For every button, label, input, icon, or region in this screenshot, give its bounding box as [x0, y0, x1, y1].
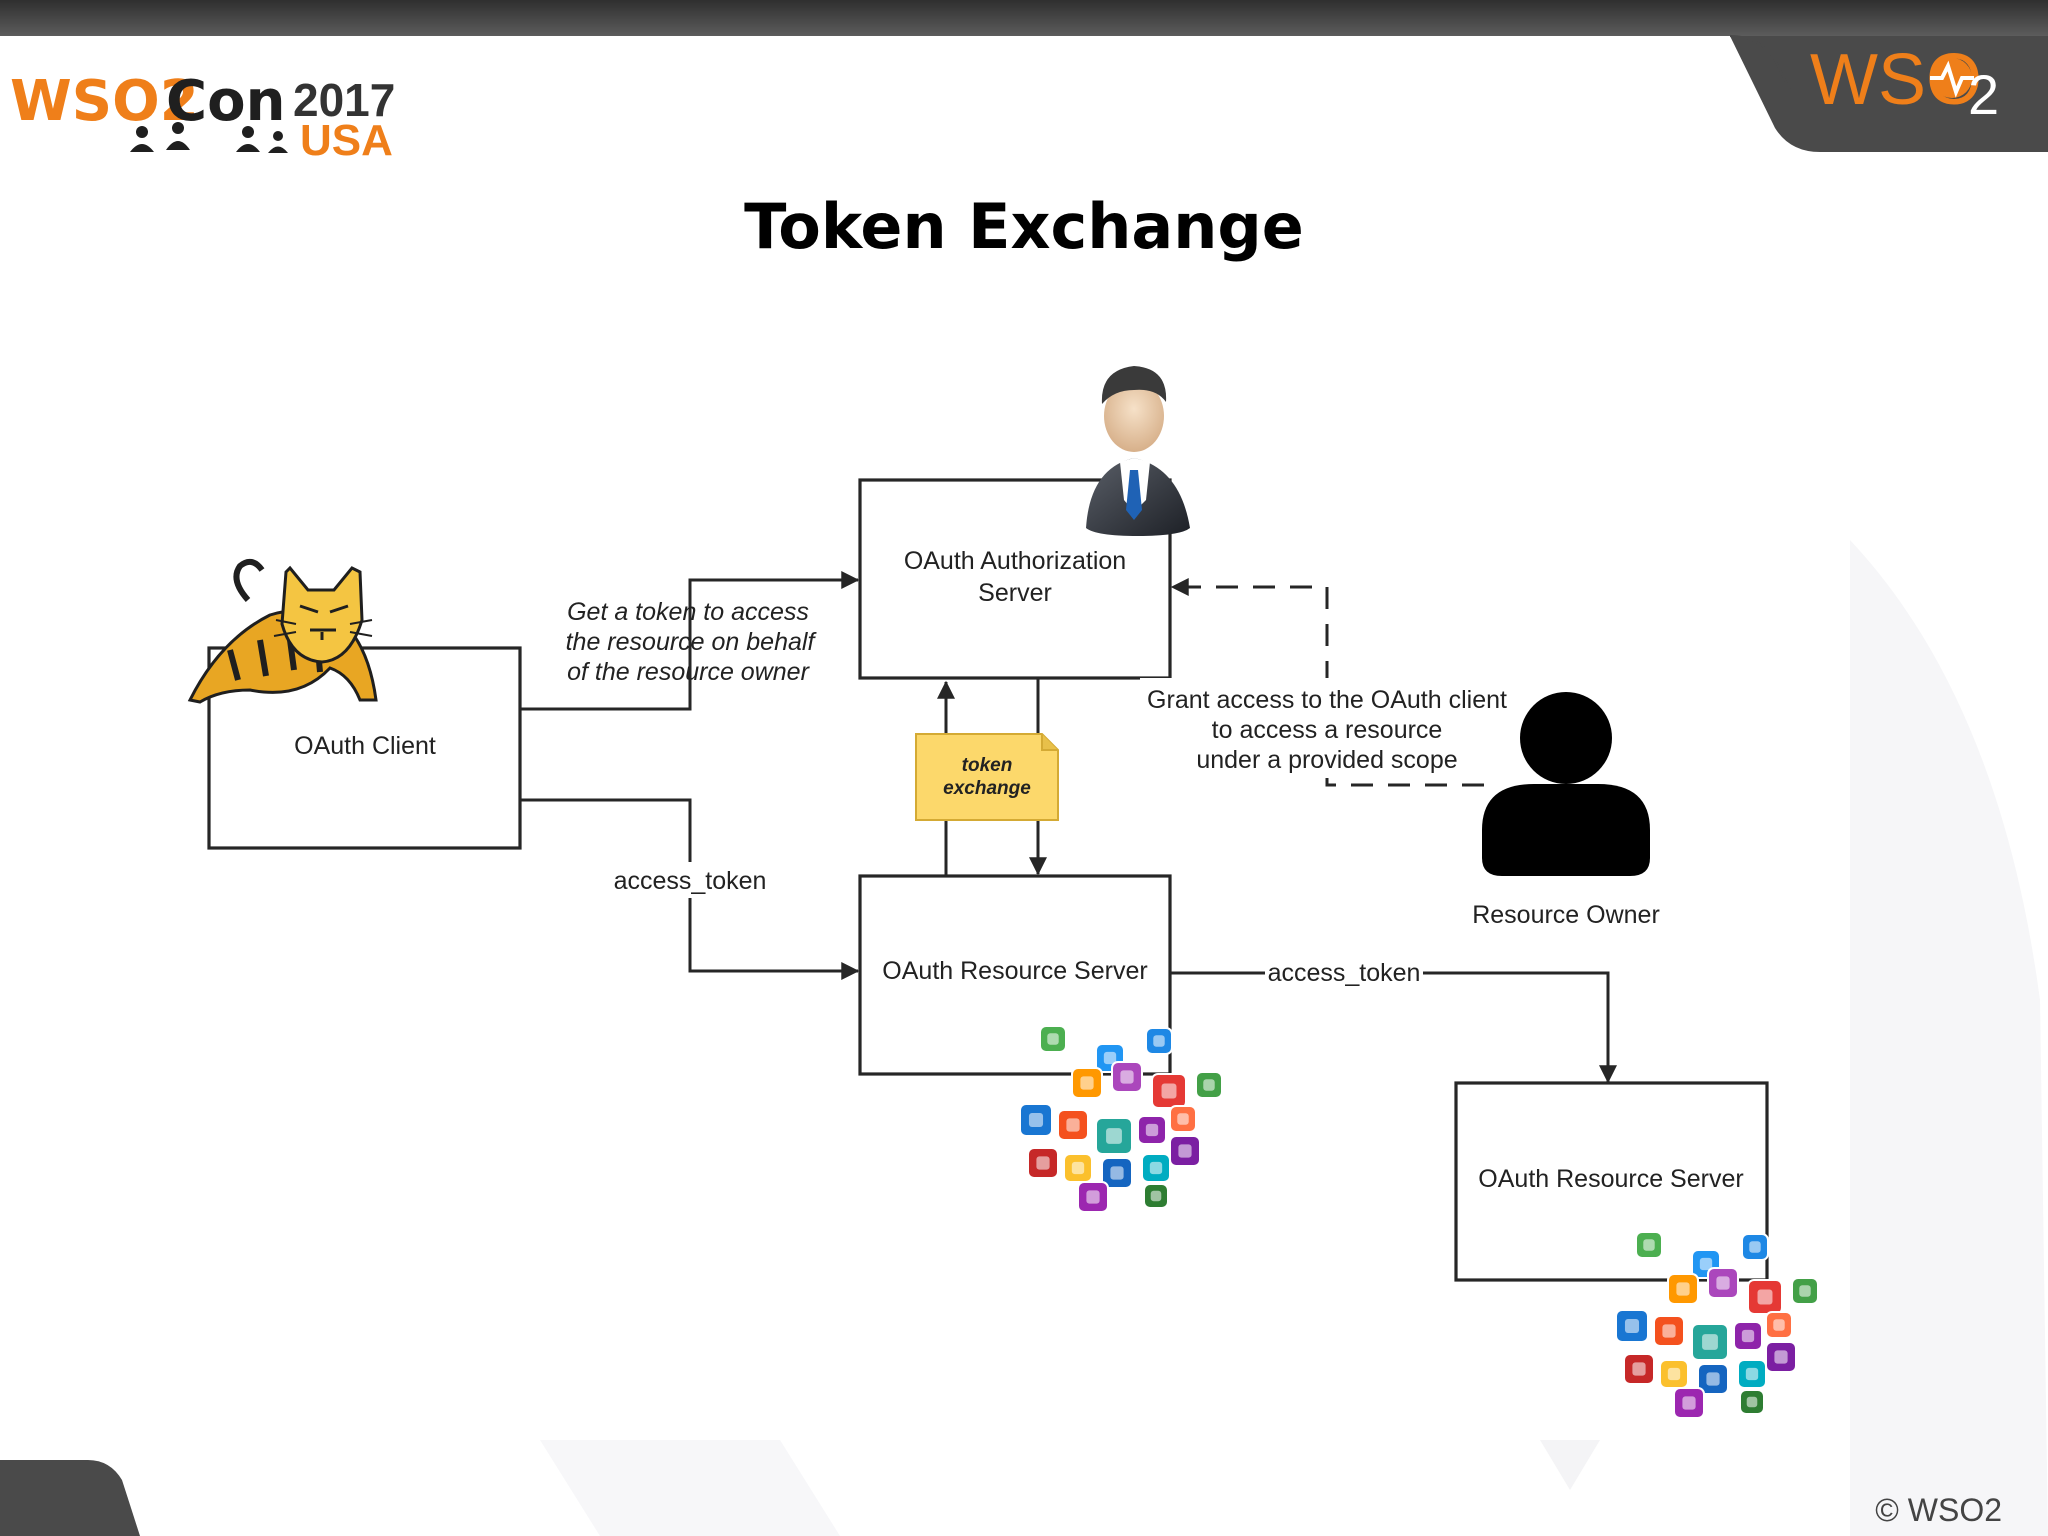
app-icons-cluster: [1615, 1231, 1819, 1419]
app-tile-glyph-icon: [1757, 1289, 1773, 1305]
app-tile-glyph-icon: [1741, 1329, 1755, 1343]
app-tile-glyph-icon: [1110, 1166, 1124, 1180]
logo-location-text: USA: [300, 116, 393, 165]
app-tile-glyph-icon: [1667, 1367, 1681, 1381]
node-resource-server-2-label: OAuth Resource Server: [1478, 1165, 1743, 1193]
node-resource-owner: Resource Owner: [1472, 692, 1660, 929]
node-resource-owner-label: Resource Owner: [1472, 901, 1660, 929]
token-exchange-note: token exchange: [915, 733, 1059, 821]
edge-grant-access-label-line3: under a provided scope: [1196, 746, 1457, 774]
app-tile-glyph-icon: [1153, 1035, 1165, 1047]
app-tile-glyph-icon: [1774, 1350, 1788, 1364]
app-tile-glyph-icon: [1177, 1113, 1189, 1125]
app-tile-glyph-icon: [1624, 1318, 1640, 1334]
app-tile-glyph-icon: [1799, 1285, 1811, 1297]
slide-title: Token Exchange: [744, 190, 1304, 263]
edge-grant-access-label-line1: Grant access to the OAuth client: [1147, 686, 1507, 714]
edge-get-token-label-line1: Get a token to access: [567, 598, 809, 626]
footer-copyright: © WSO2: [1875, 1492, 2002, 1528]
app-tile-glyph-icon: [1716, 1276, 1730, 1290]
app-tile-glyph-icon: [1749, 1241, 1761, 1253]
app-tile-glyph-icon: [1149, 1161, 1163, 1175]
app-tile-glyph-icon: [1699, 1257, 1713, 1271]
app-tile-glyph-icon: [1071, 1161, 1085, 1175]
edge-rs-access-token-label: access_token: [1268, 959, 1421, 987]
edge-get-token-label: Get a token to access the resource on be…: [566, 598, 818, 686]
app-tile-glyph-icon: [1086, 1190, 1100, 1204]
logo-people-icon: [130, 122, 288, 153]
edge-label-bg: [1265, 956, 1423, 990]
app-tile-glyph-icon: [1632, 1362, 1646, 1376]
edge-get-token-label-line3: of the resource owner: [567, 658, 810, 686]
node-resource-server-1-label: OAuth Resource Server: [882, 957, 1147, 985]
app-tile-glyph-icon: [1702, 1334, 1718, 1350]
edge-grant-access-label-line2: to access a resource: [1212, 716, 1443, 744]
edge-client-access-token-label: access_token: [614, 867, 767, 895]
logo-con-text: Con: [166, 69, 285, 134]
logo-wso2-text: WSO2: [10, 69, 199, 134]
token-exchange-note-line2: exchange: [943, 778, 1031, 799]
node-resource-server-2: OAuth Resource Server: [1454, 1081, 1769, 1282]
app-tile-glyph-icon: [1746, 1396, 1758, 1408]
edge-get-token: [520, 571, 860, 711]
node-auth-server-label-line1: OAuth Authorization: [904, 547, 1126, 575]
edge-label-bg: [600, 862, 780, 898]
app-tile-glyph-icon: [1106, 1128, 1122, 1144]
node-auth-server-label-line2: Server: [978, 579, 1052, 607]
app-tile-glyph-icon: [1706, 1372, 1720, 1386]
app-tile-glyph-icon: [1203, 1079, 1215, 1091]
app-tile-glyph-icon: [1676, 1282, 1690, 1296]
app-tile-glyph-icon: [1036, 1156, 1050, 1170]
app-tile-glyph-icon: [1178, 1144, 1192, 1158]
node-oauth-client-label: OAuth Client: [294, 732, 436, 760]
app-tile-glyph-icon: [1682, 1396, 1696, 1410]
node-resource-server-1: OAuth Resource Server: [858, 874, 1172, 1076]
app-tile-glyph-icon: [1028, 1112, 1044, 1128]
app-tile-glyph-icon: [1047, 1033, 1059, 1045]
edge-get-token-label-line2: the resource on behalf: [566, 628, 818, 656]
app-tile-glyph-icon: [1643, 1239, 1655, 1251]
wso2-company-logo: WSO 2: [1810, 40, 1999, 126]
app-tile-glyph-icon: [1103, 1051, 1117, 1065]
app-tile-glyph-icon: [1145, 1123, 1159, 1137]
edge-grant-access: [1170, 578, 1484, 787]
tomcat-cat-icon: [187, 558, 378, 704]
token-exchange-note-line1: token: [962, 755, 1013, 776]
app-tile-glyph-icon: [1150, 1190, 1162, 1202]
app-tile-glyph-icon: [1662, 1324, 1676, 1338]
app-icons-cluster: [1019, 1025, 1223, 1213]
wso2-logo-subscript: 2: [1968, 63, 1999, 126]
app-tile-glyph-icon: [1120, 1070, 1134, 1084]
app-tile-glyph-icon: [1066, 1118, 1080, 1132]
edge-grant-access-label: Grant access to the OAuth client to acce…: [1140, 678, 1514, 778]
app-tile-glyph-icon: [1080, 1076, 1094, 1090]
app-tile-glyph-icon: [1161, 1083, 1177, 1099]
wso2con-logo: WSO2 Con 2017 USA: [10, 69, 395, 165]
businessman-icon: [1086, 366, 1190, 536]
logo-year-text: 2017: [293, 74, 395, 126]
app-tile-glyph-icon: [1745, 1367, 1759, 1381]
app-tile-glyph-icon: [1773, 1319, 1785, 1331]
person-silhouette-icon: [1482, 692, 1650, 876]
